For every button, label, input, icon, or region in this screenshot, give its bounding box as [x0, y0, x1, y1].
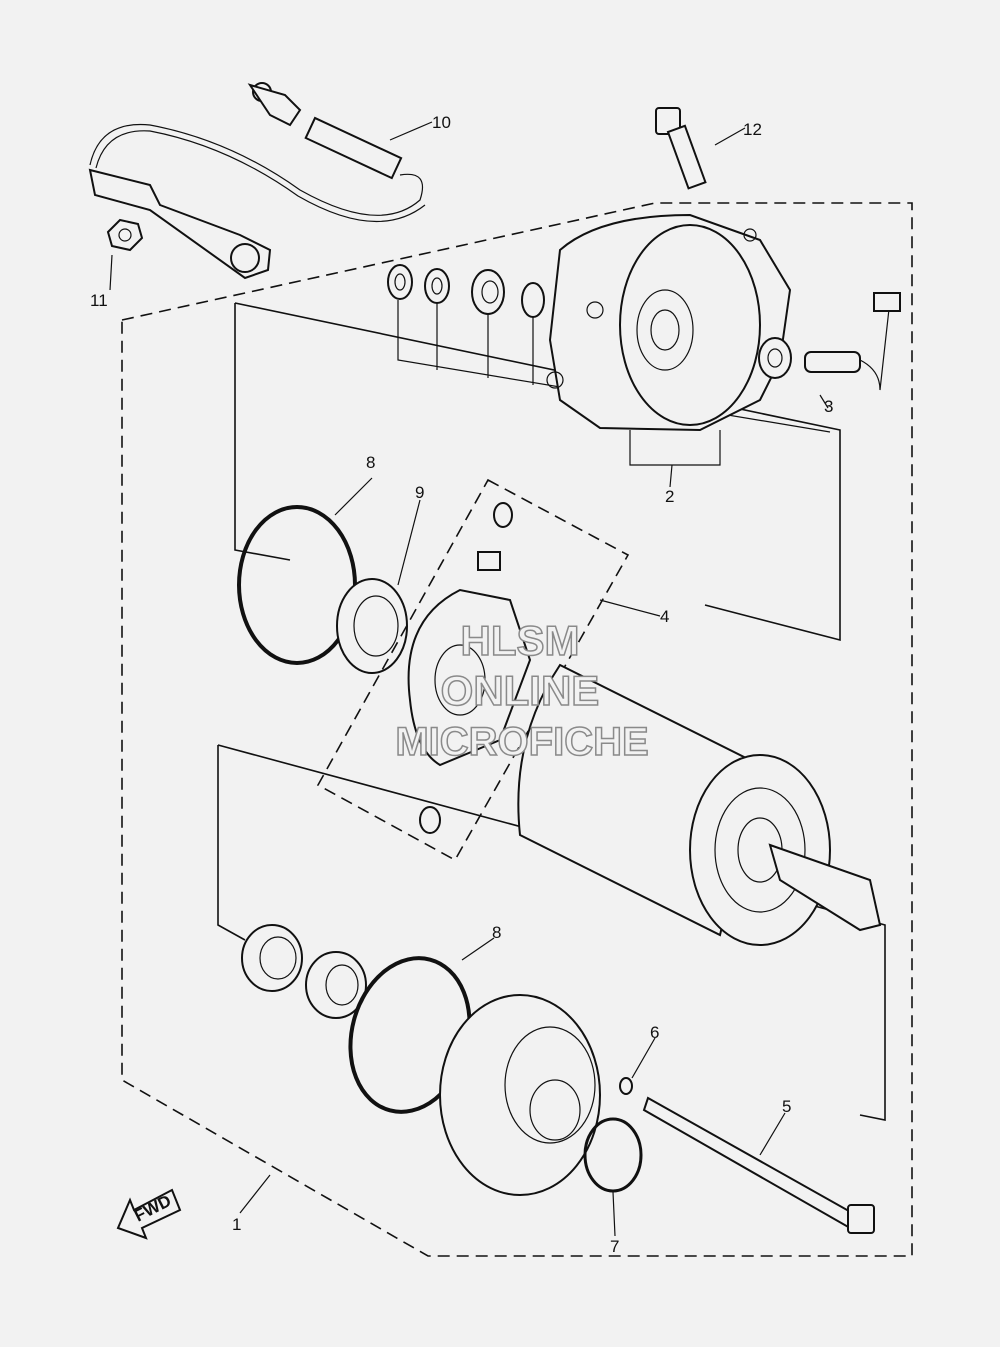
o-ring-part-6	[619, 1077, 633, 1095]
callout-2: 2	[665, 487, 674, 506]
callout-5: 5	[782, 1097, 791, 1116]
callout-6: 6	[650, 1023, 659, 1042]
callout-4: 4	[660, 607, 669, 626]
watermark-line-3: MICROFICHE	[395, 720, 648, 764]
front-cover-housing	[439, 994, 601, 1196]
motor-yoke	[517, 663, 882, 946]
fwd-direction-arrow: FWD	[116, 1188, 182, 1240]
callout-11: 11	[90, 291, 108, 310]
callout-9: 9	[415, 483, 424, 502]
callout-7: 7	[610, 1237, 619, 1256]
watermark-line-1: HLSM	[461, 617, 580, 664]
callout-12: 12	[743, 120, 762, 139]
washer-set-part-2	[387, 264, 831, 466]
upper-bracket-lines	[234, 302, 841, 642]
watermark-line-2: ONLINE	[441, 667, 600, 714]
o-ring-part-7	[583, 1117, 643, 1193]
bolt-part-12	[655, 107, 707, 190]
terminal-part-3	[758, 292, 901, 391]
callout-1: 1	[232, 1215, 241, 1234]
callout-8-upper: 8	[366, 453, 375, 472]
watermark: HLSM ONLINE MICROFICHE	[395, 616, 650, 765]
leader-lines	[109, 121, 829, 1237]
through-bolt-part-5	[642, 1096, 875, 1234]
brush-holder-set-part-4	[316, 478, 630, 862]
needle-bearing-lower	[305, 951, 367, 1019]
rear-cover-housing	[546, 213, 792, 432]
oil-seal-lower	[241, 924, 303, 992]
callout-3: 3	[824, 397, 833, 416]
nut-part-11	[106, 218, 144, 252]
washer-part-9	[336, 578, 408, 674]
lead-wire-part-10	[88, 82, 426, 280]
callout-10: 10	[432, 113, 451, 132]
callout-8-lower: 8	[492, 923, 501, 942]
